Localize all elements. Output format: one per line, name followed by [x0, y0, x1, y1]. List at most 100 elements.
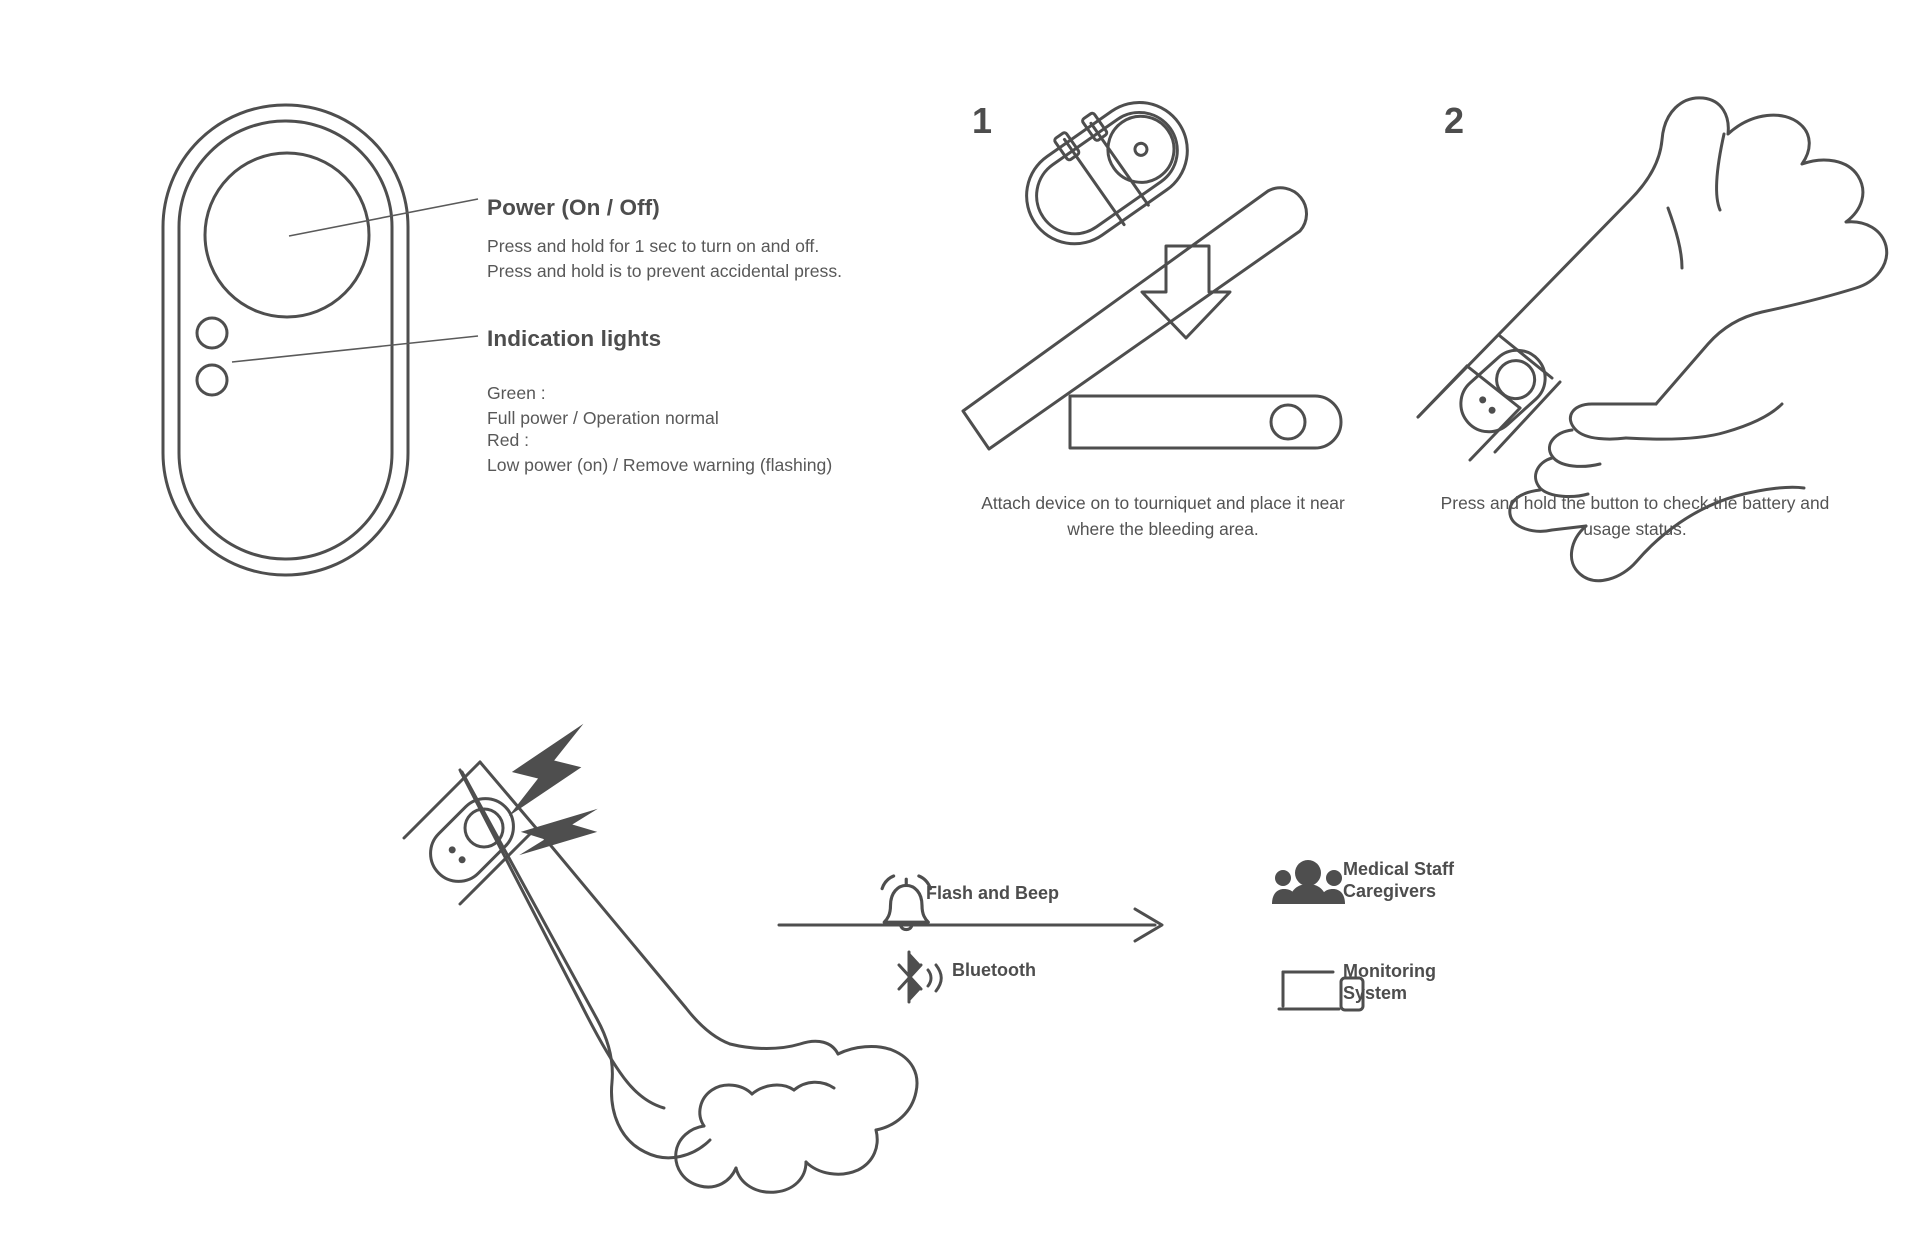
- indication-red-block: Red : Low power (on) / Remove warning (f…: [487, 428, 832, 478]
- arm-shaft-upper-edge: [462, 770, 609, 1000]
- device-clip-tab-left: [1053, 131, 1081, 162]
- bt-glyph-right: [909, 952, 921, 1002]
- device-on-band: [1459, 348, 1547, 434]
- people-group-icon: [1272, 860, 1345, 904]
- button-center-dot-icon: [1133, 141, 1149, 157]
- step-1-caption: Attach device on to tourniquet and place…: [981, 493, 1345, 539]
- led-indicator-icon-bottom: [1488, 406, 1496, 414]
- step-2-illustration: [1416, 96, 1889, 583]
- arm-band-edge-lower-left: [458, 826, 538, 906]
- bt-stroke-b: [897, 963, 923, 991]
- forearm-and-fist-outline: [1416, 96, 1889, 419]
- finger-crease-1: [1715, 132, 1726, 212]
- indication-green-title: Green :: [487, 383, 546, 403]
- led-indicator-icon-bottom: [195, 363, 229, 397]
- arm-left-outline: [460, 770, 712, 1160]
- forearm-lower-edge: [1560, 382, 1656, 404]
- tourniquet-strap-upper: [961, 186, 1308, 451]
- fist-thumb-upper: [728, 1039, 840, 1056]
- person-right-head: [1326, 870, 1342, 886]
- pressing-hand-upper-edge: [1624, 402, 1784, 441]
- indication-green-description: Full power / Operation normal: [487, 408, 719, 428]
- power-callout-description: Press and hold for 1 sec to turn on and …: [487, 234, 842, 284]
- bt-wave-1: [926, 968, 933, 988]
- device-on-strap: [1025, 100, 1189, 246]
- power-desc-line-1: Press and hold for 1 sec to turn on and …: [487, 236, 820, 256]
- channel-label-flash-and-beep: Flash and Beep: [926, 883, 1060, 903]
- fist-knuckle-outline: [836, 1045, 919, 1132]
- pressing-hand-pinky: [1508, 488, 1588, 533]
- device-front-view: [161, 103, 479, 577]
- fist-finger-4: [698, 1083, 754, 1128]
- indication-callout-heading: Indication lights: [487, 326, 662, 351]
- device-inner-shell: [177, 119, 394, 561]
- flow-arrow-group: [777, 907, 1164, 943]
- circle-button-icon[interactable]: [1489, 353, 1543, 407]
- arrow-down-icon: [1140, 244, 1232, 340]
- callout-leader-power: [288, 198, 479, 237]
- lightning-bolt-icon-large: [508, 723, 584, 817]
- circle-button-icon[interactable]: [457, 801, 511, 855]
- power-callout-heading: Power (On / Off): [487, 195, 660, 220]
- step-2-number: 2: [1444, 100, 1465, 141]
- person-left-head: [1275, 870, 1291, 886]
- circle-button-icon[interactable]: [203, 151, 371, 319]
- bell-clapper: [899, 924, 914, 932]
- destination-label-medical-staff: Medical Staff Caregivers: [1343, 858, 1454, 902]
- bluetooth-icon: [897, 950, 943, 1004]
- phone-outline: [1339, 976, 1365, 1012]
- band-strap-left: [1465, 364, 1522, 410]
- arm-edge-a: [461, 771, 608, 999]
- pressing-hand-middle-finger: [1548, 428, 1602, 468]
- device-outer-shell: [429, 797, 515, 883]
- person-center-head: [1295, 860, 1321, 886]
- fist-finger-3: [674, 1124, 738, 1189]
- step-1-number: 1: [972, 100, 993, 141]
- indication-red-description: Low power (on) / Remove warning (flashin…: [487, 455, 833, 475]
- bt-wave-2: [934, 963, 943, 993]
- band-edge-lower: [1468, 406, 1522, 462]
- circle-button-icon[interactable]: [1095, 103, 1187, 195]
- device-outer-shell: [161, 103, 410, 577]
- led-indicator-icon-top: [195, 316, 229, 350]
- arm-band-strap-left: [478, 760, 538, 830]
- led-indicator-icon-bottom: [458, 856, 466, 864]
- destination-1-line-2: Caregivers: [1343, 881, 1437, 901]
- person-center-body: [1289, 884, 1327, 904]
- fist-finger-5: [750, 1083, 796, 1096]
- arrow-right-icon-head: [1133, 907, 1164, 943]
- arm-right-outline: [535, 827, 732, 1046]
- band-edge-upper: [1416, 364, 1469, 419]
- alert-arm-illustration: [402, 723, 919, 1194]
- destination-1-line-1: Medical Staff: [1343, 859, 1455, 879]
- arm-shaft-upper: [460, 770, 612, 1002]
- channel-label-bluetooth: Bluetooth: [952, 960, 1036, 980]
- led-indicator-icon-top: [448, 846, 456, 854]
- destination-label-monitoring-system: Monitoring System: [1343, 960, 1436, 1004]
- fist-finger-6: [792, 1080, 836, 1092]
- tourniquet-strap-lower: [1068, 394, 1343, 450]
- strap-buckle-icon: [1269, 403, 1307, 441]
- step-1-illustration: [961, 100, 1343, 451]
- device-inner-shell: [1035, 110, 1179, 236]
- lightning-bolt-icon-small: [519, 808, 598, 856]
- fist-finger-1: [804, 1128, 879, 1176]
- power-desc-line-2: Press and hold is to prevent accidental …: [487, 261, 843, 281]
- destination-2-line-2: System: [1343, 983, 1408, 1003]
- indication-red-title: Red :: [487, 430, 530, 450]
- person-right-body: [1323, 889, 1345, 904]
- arm-band-edge-upper-left: [402, 760, 482, 840]
- indication-green-block: Green : Full power / Operation normal: [487, 381, 719, 431]
- bell-ringing-icon: [880, 874, 932, 932]
- bell-ring-left: [880, 874, 896, 891]
- device-outer-shell: [1459, 348, 1547, 434]
- pressing-hand-ring-finger: [1534, 456, 1590, 498]
- device-clip-edge-right: [1089, 121, 1150, 207]
- step-2-caption: Press and hold the button to check the b…: [1440, 493, 1830, 539]
- bell-ring-right: [917, 874, 932, 891]
- pressing-hand-index-finger: [1569, 402, 1658, 441]
- fist-inner-crease: [710, 1140, 762, 1156]
- device-outer-shell: [1025, 100, 1189, 246]
